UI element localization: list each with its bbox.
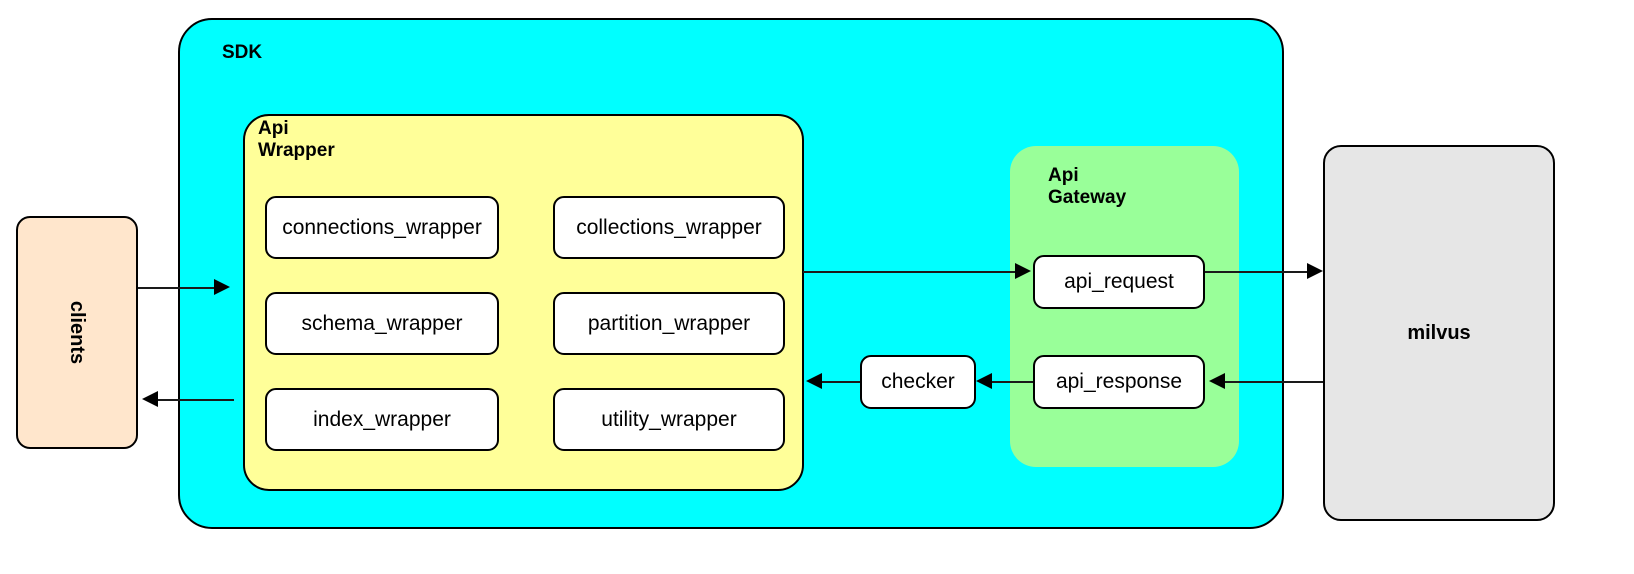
node-checker[interactable]: checker bbox=[860, 355, 976, 409]
edge-response-to-checker-line bbox=[992, 381, 1033, 383]
edge-milvus-to-response-arrowhead bbox=[1209, 373, 1225, 389]
edge-request-to-milvus-arrowhead bbox=[1307, 263, 1323, 279]
node-connections-wrapper[interactable]: connections_wrapper bbox=[265, 196, 499, 259]
clients-label-text: clients bbox=[66, 300, 89, 365]
edge-checker-to-wrapper-line bbox=[822, 381, 860, 383]
edge-request-to-milvus-line bbox=[1205, 271, 1309, 273]
edge-sdk-to-clients-line bbox=[158, 399, 234, 401]
node-collections-wrapper[interactable]: collections_wrapper bbox=[553, 196, 785, 259]
edge-milvus-to-response-line bbox=[1225, 381, 1323, 383]
node-utility-wrapper[interactable]: utility_wrapper bbox=[553, 388, 785, 451]
edge-clients-to-sdk-line bbox=[138, 287, 216, 289]
node-api-response[interactable]: api_response bbox=[1033, 355, 1205, 409]
clients-label: clients bbox=[16, 216, 138, 449]
node-partition-wrapper[interactable]: partition_wrapper bbox=[553, 292, 785, 355]
api-gateway-title: Api Gateway bbox=[1048, 165, 1127, 209]
edge-clients-to-sdk-arrowhead bbox=[214, 279, 230, 295]
milvus-label: milvus bbox=[1407, 321, 1471, 344]
edge-wrapper-to-request-line bbox=[803, 271, 1017, 273]
sdk-title: SDK bbox=[222, 42, 263, 63]
edge-checker-to-wrapper-arrowhead bbox=[806, 373, 822, 389]
edge-wrapper-to-request-arrowhead bbox=[1015, 263, 1031, 279]
clients-box[interactable] bbox=[16, 216, 138, 449]
edge-response-to-checker-arrowhead bbox=[976, 373, 992, 389]
node-index-wrapper[interactable]: index_wrapper bbox=[265, 388, 499, 451]
milvus-box[interactable] bbox=[1323, 145, 1555, 521]
node-api-request[interactable]: api_request bbox=[1033, 255, 1205, 309]
edge-sdk-to-clients-arrowhead bbox=[142, 391, 158, 407]
node-schema-wrapper[interactable]: schema_wrapper bbox=[265, 292, 499, 355]
api-wrapper-title: Api Wrapper bbox=[258, 118, 335, 162]
